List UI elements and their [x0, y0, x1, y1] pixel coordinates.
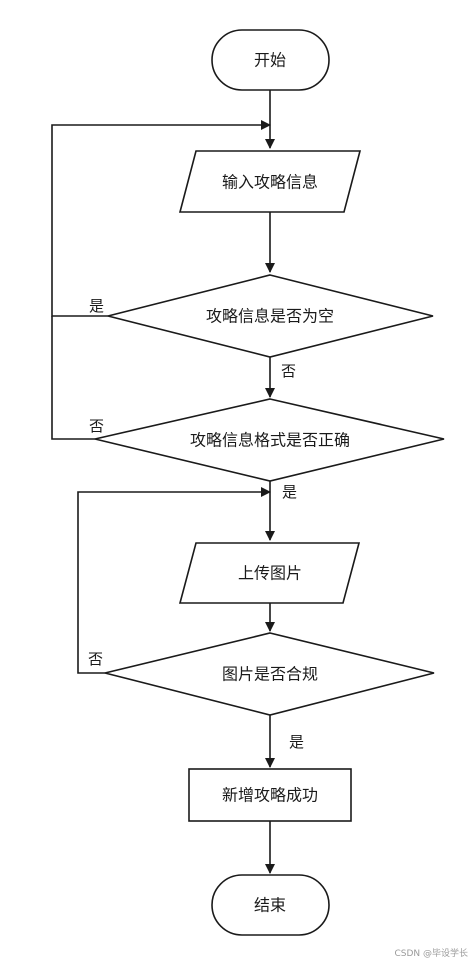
edge-format-no-loop: [51, 316, 95, 440]
diamond-shape: [94, 398, 445, 482]
node-check-empty-label: 攻略信息是否为空: [206, 307, 334, 326]
node-input-strategy-label: 输入攻略信息: [222, 173, 318, 192]
edge-label-image-no: 否: [88, 650, 103, 668]
diamond-shape: [107, 274, 434, 358]
node-input-strategy: 输入攻略信息: [178, 150, 362, 213]
node-add-success: 新增攻略成功: [188, 768, 352, 822]
node-upload-image: 上传图片: [178, 542, 361, 604]
node-check-image-label: 图片是否合规: [222, 665, 318, 684]
diamond-shape: [104, 632, 435, 716]
node-check-image: 图片是否合规: [104, 632, 435, 716]
edge-label-empty-no: 否: [281, 362, 296, 380]
edge-label-format-yes: 是: [282, 483, 297, 501]
node-check-format-label: 攻略信息格式是否正确: [190, 431, 350, 450]
edge-label-image-yes: 是: [289, 733, 304, 751]
node-upload-image-label: 上传图片: [238, 564, 302, 583]
process-shape: [188, 768, 352, 822]
edge-label-format-no: 否: [89, 417, 104, 435]
node-check-format: 攻略信息格式是否正确: [94, 398, 445, 482]
nodes: 开始 输入攻略信息 攻略信息是否为空 攻略信息格式是否正确 上传图片 图片是否合…: [94, 29, 445, 936]
edge-image-no-loop: [77, 487, 271, 674]
connectors: [51, 90, 275, 874]
parallelogram-shape: [178, 542, 361, 604]
edge-empty-yes-loop: [51, 120, 271, 317]
node-start-label: 开始: [254, 51, 286, 70]
terminal-shape: [211, 874, 330, 936]
node-add-success-label: 新增攻略成功: [222, 786, 318, 805]
node-check-empty: 攻略信息是否为空: [107, 274, 434, 358]
node-end: 结束: [211, 874, 330, 936]
edge-labels: 是 否 否 是 否 是: [88, 297, 304, 751]
node-end-label: 结束: [254, 896, 286, 915]
edge-label-empty-yes: 是: [89, 297, 104, 315]
parallelogram-shape: [178, 150, 362, 213]
watermark: CSDN @毕设学长: [394, 949, 468, 959]
node-start: 开始: [211, 29, 330, 91]
terminal-shape: [211, 29, 330, 91]
